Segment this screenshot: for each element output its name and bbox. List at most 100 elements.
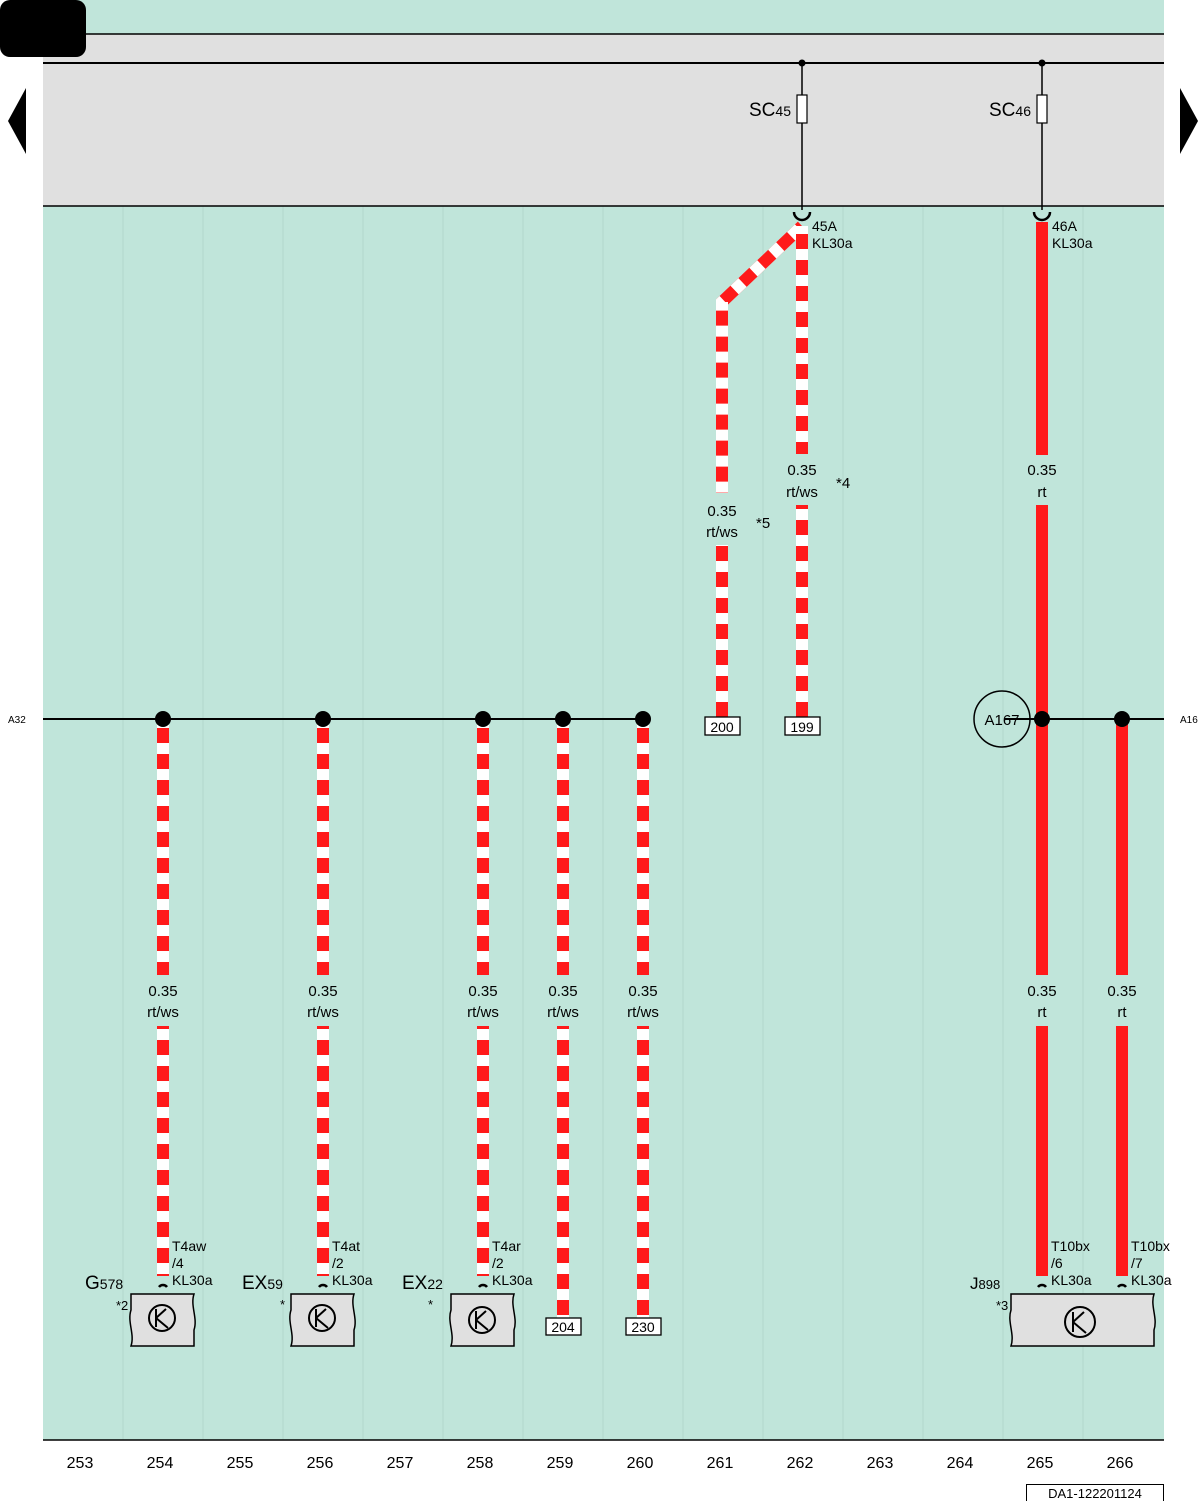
svg-text:255: 255	[227, 1455, 254, 1472]
svg-text:0.35: 0.35	[468, 983, 497, 1000]
svg-text:rt: rt	[1037, 1004, 1047, 1021]
svg-text:rt/ws: rt/ws	[547, 1004, 579, 1021]
transistor-icon	[1064, 1306, 1096, 1338]
svg-text:/4: /4	[172, 1255, 184, 1271]
wire-260	[637, 719, 649, 1318]
svg-text:0.35: 0.35	[148, 983, 177, 1000]
svg-text:/2: /2	[492, 1255, 504, 1271]
connector-46a	[1032, 211, 1052, 222]
svg-text:263: 263	[867, 1455, 894, 1472]
svg-text:*5: *5	[756, 515, 770, 532]
svg-text:46A: 46A	[1052, 218, 1078, 234]
transistor-icon	[148, 1304, 176, 1332]
wire-262	[796, 226, 808, 717]
svg-text:G578: G578	[85, 1273, 123, 1294]
wire-labels: 0.35 rt/ws 0.35 rt/ws 0.35 rt/ws 0.35 rt…	[147, 462, 1136, 1021]
svg-text:rt/ws: rt/ws	[627, 1004, 659, 1021]
svg-text:T10bx: T10bx	[1131, 1238, 1170, 1254]
document-id: DA1-122201124	[1026, 1484, 1164, 1501]
bus-label-a16: A16	[1180, 715, 1198, 726]
splice-a167: A167	[973, 690, 1031, 748]
svg-text:SC46: SC46	[989, 100, 1031, 121]
svg-text:KL30a: KL30a	[492, 1272, 533, 1288]
svg-text:EX22: EX22	[402, 1273, 443, 1294]
svg-text:266: 266	[1107, 1455, 1134, 1472]
wire-259	[557, 719, 569, 1318]
svg-text:253: 253	[67, 1455, 94, 1472]
reference-230: 230	[625, 1317, 662, 1336]
svg-text:*: *	[428, 1297, 433, 1312]
svg-text:0.35: 0.35	[707, 503, 736, 520]
wire-258	[477, 719, 489, 1276]
svg-text:T10bx: T10bx	[1051, 1238, 1090, 1254]
svg-text:0.35: 0.35	[1027, 983, 1056, 1000]
connector-45a	[792, 211, 812, 222]
svg-text:T4aw: T4aw	[172, 1238, 207, 1254]
svg-text:J898: J898	[970, 1274, 1000, 1293]
column-guides	[122, 206, 1084, 1440]
svg-text:0.35: 0.35	[308, 983, 337, 1000]
svg-text:KL30a: KL30a	[172, 1272, 213, 1288]
wire-261	[716, 221, 807, 717]
component-j898: T10bx /6 KL30a T10bx /7 KL30a J898 *3	[970, 1238, 1172, 1347]
svg-text:KL30a: KL30a	[1051, 1272, 1092, 1288]
triangle-left-icon[interactable]	[6, 86, 28, 156]
svg-text:200: 200	[710, 719, 734, 735]
svg-text:T4ar: T4ar	[492, 1238, 521, 1254]
svg-text:/6: /6	[1051, 1255, 1063, 1271]
svg-text:264: 264	[947, 1455, 974, 1472]
svg-text:45A: 45A	[812, 218, 838, 234]
triangle-right-icon[interactable]	[1178, 86, 1200, 156]
transistor-icon	[308, 1304, 336, 1332]
reference-199: 199	[784, 716, 821, 736]
svg-text:257: 257	[387, 1455, 414, 1472]
bus-label-a32: A32	[8, 715, 26, 726]
svg-text:0.35: 0.35	[787, 462, 816, 479]
svg-text:265: 265	[1027, 1455, 1054, 1472]
svg-text:*2: *2	[116, 1298, 128, 1313]
wire-266	[1116, 719, 1128, 1276]
svg-text:256: 256	[307, 1455, 334, 1472]
svg-text:0.35: 0.35	[548, 983, 577, 1000]
svg-text:254: 254	[147, 1455, 174, 1472]
svg-text:/7: /7	[1131, 1255, 1143, 1271]
component-g578: T4aw /4 KL30a G578 *2	[85, 1238, 213, 1347]
svg-text:258: 258	[467, 1455, 494, 1472]
svg-text:rt: rt	[1037, 484, 1047, 501]
svg-text:260: 260	[627, 1455, 654, 1472]
component-ex59: T4at /2 KL30a EX59 *	[242, 1238, 373, 1347]
svg-text:0.35: 0.35	[1027, 462, 1056, 479]
svg-text:204: 204	[551, 1319, 575, 1335]
svg-text:EX59: EX59	[242, 1273, 283, 1294]
svg-text:T4at: T4at	[332, 1238, 360, 1254]
wire-254	[157, 719, 169, 1276]
svg-text:*3: *3	[996, 1298, 1008, 1313]
svg-text:199: 199	[790, 719, 814, 735]
svg-text:rt/ws: rt/ws	[147, 1004, 179, 1021]
page-tab	[0, 0, 86, 57]
wire-265	[1036, 222, 1048, 1276]
svg-text:rt/ws: rt/ws	[786, 484, 818, 501]
svg-text:A167: A167	[984, 712, 1019, 729]
svg-text:KL30a: KL30a	[1052, 235, 1093, 251]
svg-text:259: 259	[547, 1455, 574, 1472]
svg-text:262: 262	[787, 1455, 814, 1472]
component-ex22: T4ar /2 KL30a EX22 *	[402, 1238, 533, 1347]
svg-text:rt/ws: rt/ws	[706, 524, 738, 541]
svg-text:261: 261	[707, 1455, 734, 1472]
column-numbers: 253 254 255 256 257 258 259 260 261 262 …	[67, 1455, 1134, 1472]
svg-text:KL30a: KL30a	[332, 1272, 373, 1288]
svg-text:rt: rt	[1117, 1004, 1127, 1021]
svg-text:230: 230	[631, 1319, 655, 1335]
svg-text:0.35: 0.35	[628, 983, 657, 1000]
svg-text:*: *	[280, 1297, 285, 1312]
svg-text:rt/ws: rt/ws	[467, 1004, 499, 1021]
fuse-sc45: SC45	[749, 59, 808, 210]
transistor-icon	[468, 1306, 496, 1334]
svg-text:rt/ws: rt/ws	[307, 1004, 339, 1021]
reference-204: 204	[545, 1317, 582, 1336]
reference-200: 200	[704, 716, 741, 736]
svg-text:SC45: SC45	[749, 100, 791, 121]
wire-256	[317, 719, 329, 1276]
